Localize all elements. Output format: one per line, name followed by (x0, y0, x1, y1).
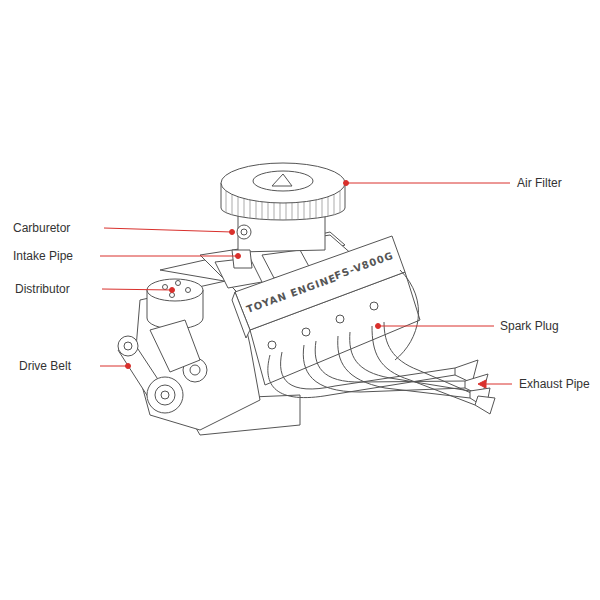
part-label: Intake Pipe (13, 249, 73, 263)
part-label: Spark Plug (500, 319, 559, 333)
leader-lines (100, 181, 512, 389)
part-label: Carburetor (13, 221, 70, 235)
part-label: Exhaust Pipe (519, 377, 590, 391)
part-label: Distributor (15, 282, 70, 296)
part-label: Air Filter (517, 176, 562, 190)
part-label: Drive Belt (19, 359, 71, 373)
